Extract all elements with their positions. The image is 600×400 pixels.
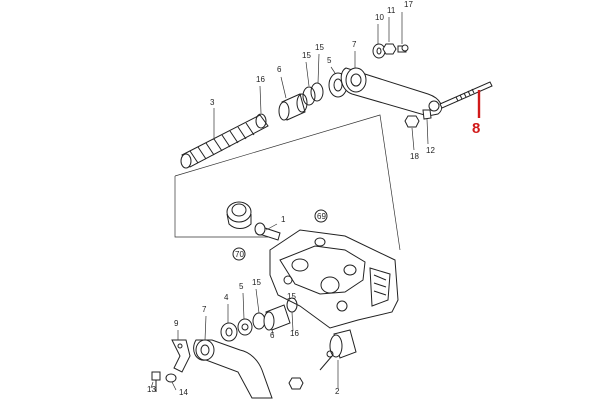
callout-label-5: 5 xyxy=(239,282,244,291)
housing-casing xyxy=(269,229,399,329)
callout-label-70: 70 xyxy=(235,250,244,259)
callout-label-12: 12 xyxy=(426,146,435,155)
callout-label-10: 10 xyxy=(375,13,384,22)
callout-label-6: 6 xyxy=(270,331,275,340)
callout-leader xyxy=(291,311,294,332)
part-5-washer-lower xyxy=(237,318,253,336)
callout-label-17: 17 xyxy=(404,0,413,9)
part-15-ring-lower xyxy=(252,312,266,330)
callout-label-15: 15 xyxy=(252,278,261,287)
callout-label-13: 13 xyxy=(147,385,156,394)
callout-leader xyxy=(330,66,336,74)
callout-leader xyxy=(204,315,207,341)
part-11-nut xyxy=(382,43,397,55)
callout-leader xyxy=(305,61,310,87)
part-17-bolt xyxy=(397,44,409,53)
callout-leader xyxy=(242,292,245,320)
callout-leader xyxy=(150,381,154,389)
callout-label-18: 18 xyxy=(410,152,419,161)
part-13-bolt xyxy=(151,371,161,392)
callout-label-9: 9 xyxy=(174,319,179,328)
part-14-washer xyxy=(165,373,177,383)
part-4-sleeve xyxy=(226,201,252,229)
part-12-clip xyxy=(422,109,432,120)
callout-label-2: 2 xyxy=(335,387,340,396)
part-4-washer-lower xyxy=(220,322,238,342)
part-10-washer xyxy=(372,43,386,59)
callout-circle xyxy=(232,247,246,261)
part-15-ring xyxy=(302,86,316,106)
callout-leader xyxy=(271,329,274,335)
callout-label-4: 4 xyxy=(224,293,229,302)
part-1-pin xyxy=(254,222,281,241)
part-9-bracket xyxy=(171,339,191,373)
callout-label-3: 3 xyxy=(210,98,215,107)
callout-label-11: 11 xyxy=(387,6,396,15)
callout-leader xyxy=(411,127,415,151)
frame-line xyxy=(174,176,268,238)
part-3-threaded-shaft xyxy=(180,114,269,169)
callout-leader xyxy=(255,288,260,314)
callout-label-6: 6 xyxy=(277,65,282,74)
callout-leader xyxy=(426,118,429,145)
callout-label-5: 5 xyxy=(327,56,332,65)
callout-leader xyxy=(317,53,320,84)
nut-lower xyxy=(288,377,304,390)
callout-label-16: 16 xyxy=(256,75,265,84)
part-8-rod xyxy=(439,81,493,109)
part-18-nut xyxy=(404,115,420,128)
callout-label-7: 7 xyxy=(352,40,357,49)
callout-label-16: 16 xyxy=(290,329,299,338)
highlight-label-8: 8 xyxy=(472,120,480,137)
callout-label-69: 69 xyxy=(317,212,326,221)
callout-label-7: 7 xyxy=(202,305,207,314)
part-6-bushing-lower xyxy=(263,304,291,331)
frame-line xyxy=(174,114,401,251)
part-2-bushing-lower xyxy=(329,329,357,359)
part-6-bushing xyxy=(278,93,308,121)
callout-leader xyxy=(265,223,278,231)
part-16-ring xyxy=(255,113,267,129)
callout-label-14: 14 xyxy=(179,388,188,397)
small-pin-lower xyxy=(319,350,334,371)
callout-label-15: 15 xyxy=(287,292,296,301)
part-7-arm-lever-lower xyxy=(193,339,273,399)
part-7-arm-lever xyxy=(340,67,443,117)
callout-label-15: 15 xyxy=(302,51,311,60)
callout-leader xyxy=(171,381,177,391)
part-15-ring xyxy=(310,82,324,102)
callout-circle xyxy=(314,209,328,223)
callout-label-15: 15 xyxy=(315,43,324,52)
callout-leader xyxy=(280,76,287,99)
callout-label-1: 1 xyxy=(281,215,286,224)
callout-leader xyxy=(259,85,262,114)
